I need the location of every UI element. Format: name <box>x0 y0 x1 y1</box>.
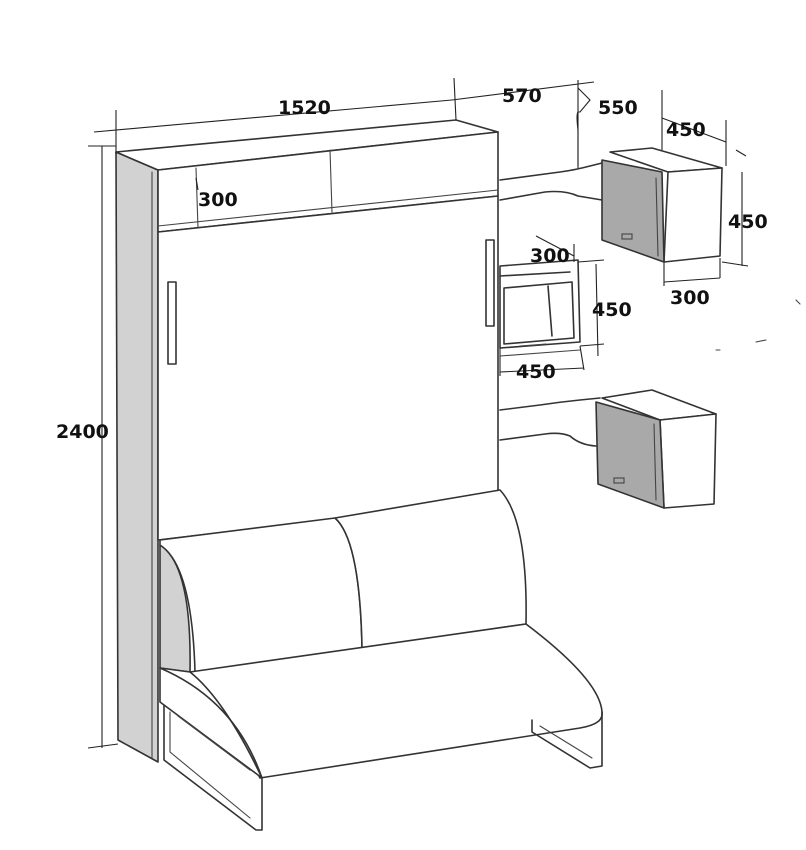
bed-front-panel <box>157 195 499 541</box>
dim-upper-cabinet-height: 450 <box>728 211 768 233</box>
sofa-back-cushion-right <box>334 489 527 649</box>
lower-cabinet <box>595 389 717 509</box>
wall-niche <box>499 259 581 357</box>
upper-cabinet-front <box>601 159 665 263</box>
dim-bed-width: 1520 <box>278 97 331 119</box>
dim-upper-cabinet-width: 300 <box>670 287 710 309</box>
dim-total-height: 2400 <box>56 421 109 443</box>
dim-upper-cabinet-depth: 450 <box>666 119 706 141</box>
dim-niche-height: 450 <box>592 299 632 321</box>
bed-cabinet <box>115 119 499 763</box>
sofa-leg-left <box>163 704 263 831</box>
bed-handle-right <box>485 239 495 327</box>
wall-shelf-curves <box>499 162 603 447</box>
sofa <box>159 489 603 831</box>
sofa-leg-right <box>531 711 603 769</box>
lower-cabinet-front <box>595 401 665 509</box>
dimension-lines <box>87 77 801 749</box>
bed-handle-left <box>167 281 177 365</box>
dim-depth: 570 <box>502 85 542 107</box>
dim-upper-offset: 550 <box>598 97 638 119</box>
dim-top-compartment: 300 <box>198 189 238 211</box>
dim-niche-depth: 300 <box>530 245 570 267</box>
dim-niche-width: 450 <box>516 361 556 383</box>
upper-cabinet <box>601 147 723 263</box>
